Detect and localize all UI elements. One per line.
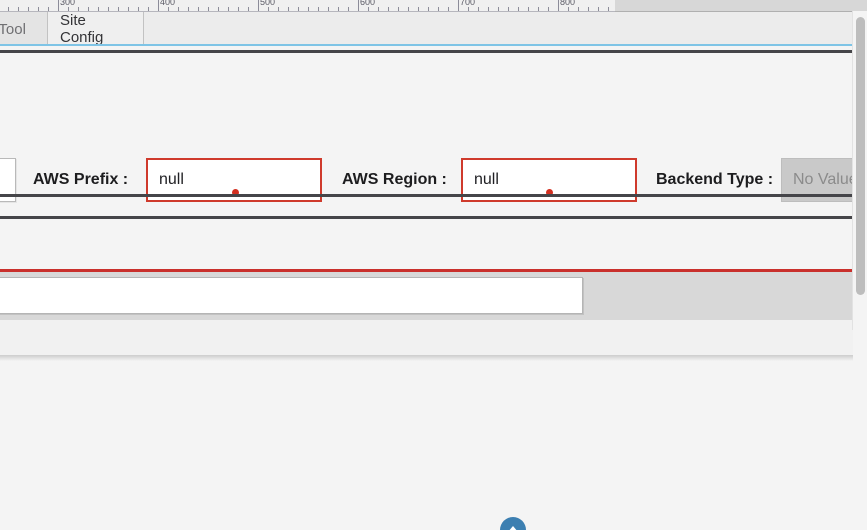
ruler-minor-tick	[118, 7, 119, 11]
ruler-minor-tick	[248, 7, 249, 11]
aws-region-required-marker-icon	[546, 189, 553, 196]
ruler-minor-tick	[178, 7, 179, 11]
tab-strip-accent-line	[0, 44, 867, 46]
ruler-major-tick	[458, 0, 459, 11]
ruler-label: 800	[560, 0, 576, 7]
ruler-minor-tick	[98, 7, 99, 11]
ruler-minor-tick	[168, 7, 169, 11]
up-arrow-circle-icon[interactable]	[500, 517, 526, 530]
ruler-minor-tick	[318, 7, 319, 11]
ruler-minor-tick	[308, 7, 309, 11]
ruler-minor-tick	[378, 7, 379, 11]
ruler-minor-tick	[408, 7, 409, 11]
ruler-minor-tick	[78, 7, 79, 11]
ruler-minor-tick	[128, 7, 129, 11]
ruler-minor-tick	[328, 7, 329, 11]
ruler-minor-tick	[368, 7, 369, 11]
ruler-minor-tick	[38, 7, 39, 11]
ruler-label: 300	[60, 0, 76, 7]
aws-prefix-label: AWS Prefix :	[33, 171, 129, 188]
backend-type-label: Backend Type :	[656, 171, 774, 188]
ruler-minor-tick	[528, 7, 529, 11]
ruler-minor-tick	[288, 7, 289, 11]
ruler-minor-tick	[28, 7, 29, 11]
band-light	[0, 320, 853, 355]
ruler-minor-tick	[48, 7, 49, 11]
ruler-minor-tick	[608, 7, 609, 11]
backend-type-value: No Value	[793, 171, 858, 188]
ruler-minor-tick	[488, 7, 489, 11]
vertical-scrollbar-thumb[interactable]	[856, 17, 865, 295]
ruler-minor-tick	[598, 7, 599, 11]
divider-lower	[0, 216, 853, 219]
tab-label: y Tool	[0, 20, 26, 38]
ruler-label: 700	[460, 0, 476, 7]
search-input[interactable]	[0, 277, 583, 314]
ruler-minor-tick	[18, 7, 19, 11]
ruler-major-tick	[158, 0, 159, 11]
ruler-major-tick	[358, 0, 359, 11]
tab-strip-separator	[0, 50, 867, 53]
ruler-minor-tick	[338, 7, 339, 11]
ruler-minor-tick	[508, 7, 509, 11]
ruler-minor-tick	[448, 7, 449, 11]
ruler-minor-tick	[468, 7, 469, 11]
aws-region-label: AWS Region :	[342, 171, 447, 188]
ruler-minor-tick	[228, 7, 229, 11]
ruler-minor-tick	[578, 7, 579, 11]
ruler-major-tick	[558, 0, 559, 11]
ruler-minor-tick	[388, 7, 389, 11]
ruler-minor-tick	[588, 7, 589, 11]
aws-prefix-required-marker-icon	[232, 189, 239, 196]
vertical-scrollbar-track[interactable]	[852, 11, 867, 330]
ruler-major-tick	[258, 0, 259, 11]
ruler-minor-tick	[148, 7, 149, 11]
left-clipped-input[interactable]	[0, 158, 16, 202]
ruler-minor-tick	[268, 7, 269, 11]
ruler-minor-tick	[8, 7, 9, 11]
ruler-minor-tick	[188, 7, 189, 11]
ruler-minor-tick	[428, 7, 429, 11]
ruler-minor-tick	[398, 7, 399, 11]
divider-red	[0, 269, 853, 272]
ruler-inactive-area	[615, 0, 867, 12]
tab-strip: y Tool Site Config	[0, 12, 867, 46]
ruler-minor-tick	[418, 7, 419, 11]
ruler-minor-tick	[298, 7, 299, 11]
ruler-label: 600	[360, 0, 376, 7]
tab-label: Site Config	[60, 12, 104, 46]
site-config-form: AWS Prefix : null AWS Region : null Backend …	[0, 53, 867, 202]
tab-site-config[interactable]: Site Config	[48, 12, 144, 46]
ruler-minor-tick	[138, 7, 139, 11]
ruler-minor-tick	[208, 7, 209, 11]
ruler-minor-tick	[568, 7, 569, 11]
ruler-minor-tick	[88, 7, 89, 11]
tab-y-tool[interactable]: y Tool	[0, 12, 48, 46]
aws-prefix-value: null	[159, 171, 184, 188]
ruler-minor-tick	[548, 7, 549, 11]
ruler-minor-tick	[108, 7, 109, 11]
ruler-minor-tick	[278, 7, 279, 11]
divider-upper	[0, 194, 853, 197]
ruler-label: 500	[260, 0, 276, 7]
ruler-minor-tick	[498, 7, 499, 11]
ruler-minor-tick	[348, 7, 349, 11]
ruler-minor-tick	[518, 7, 519, 11]
ruler-minor-tick	[218, 7, 219, 11]
ruler-minor-tick	[438, 7, 439, 11]
panel-shadow	[0, 355, 853, 361]
ruler-minor-tick	[68, 7, 69, 11]
aws-region-value: null	[474, 171, 499, 188]
ruler-minor-tick	[238, 7, 239, 11]
horizontal-ruler: 300 400 500 600 700 800	[0, 0, 615, 12]
ruler-minor-tick	[478, 7, 479, 11]
ruler-major-tick	[58, 0, 59, 11]
ruler-label: 400	[160, 0, 176, 7]
ruler-minor-tick	[538, 7, 539, 11]
ruler-minor-tick	[198, 7, 199, 11]
